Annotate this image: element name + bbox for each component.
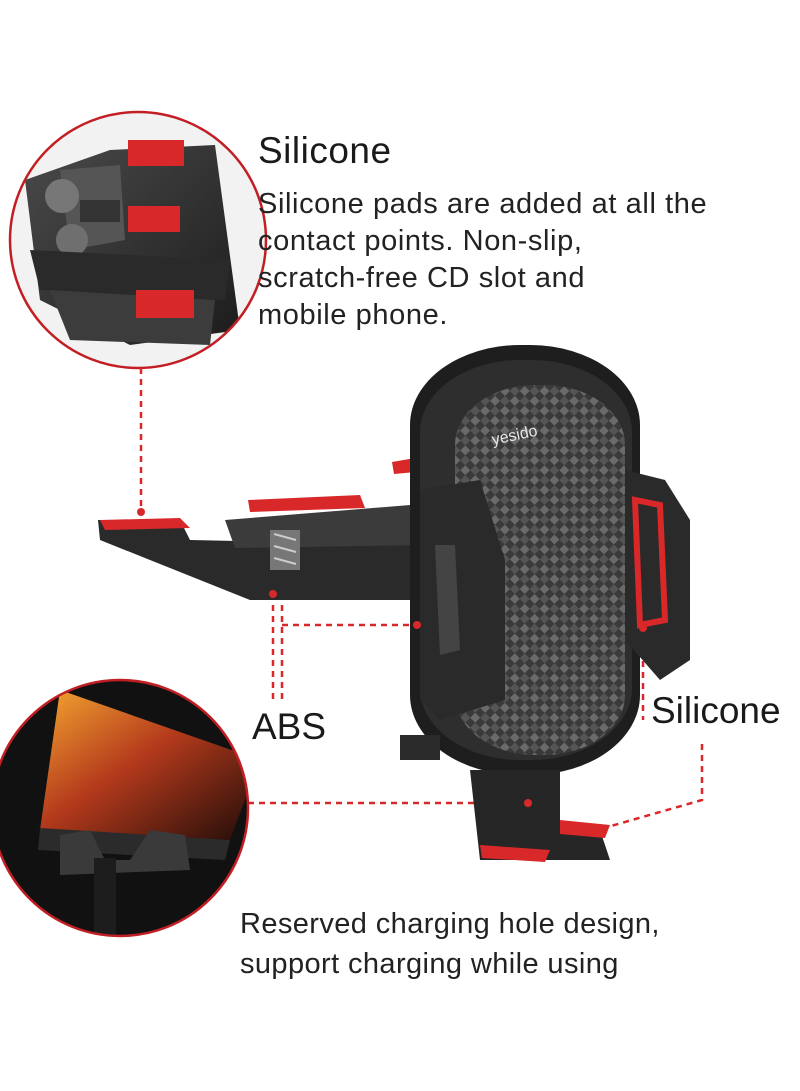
charging-caption-line: Reserved charging hole design, — [240, 908, 660, 940]
abs-label: ABS — [252, 706, 327, 747]
silicone-side-label: Silicone — [651, 690, 781, 731]
silicone-description-line: contact points. Non-slip, — [258, 225, 583, 257]
silicone-detail-circle — [8, 110, 268, 370]
silicone-description-line: Silicone pads are added at all the — [258, 188, 708, 220]
silicone-description-line: scratch-free CD slot and — [258, 262, 586, 294]
silicone-pad-bottom — [136, 290, 194, 318]
silicone-pad-top — [128, 140, 184, 166]
phone-screen — [40, 690, 248, 840]
silicone-description: Silicone pads are added at all the conta… — [258, 186, 758, 334]
charging-caption-line: support charging while using — [240, 948, 619, 980]
phone-holder: yesido — [400, 345, 690, 862]
silicone-pad-middle — [128, 206, 180, 232]
silicone-heading: Silicone — [258, 130, 392, 171]
cd-slot-clip — [98, 458, 430, 600]
charging-detail-circle — [0, 678, 250, 938]
silicone-description-line: mobile phone. — [258, 299, 448, 331]
charging-caption: Reserved charging hole design, support c… — [240, 904, 780, 984]
